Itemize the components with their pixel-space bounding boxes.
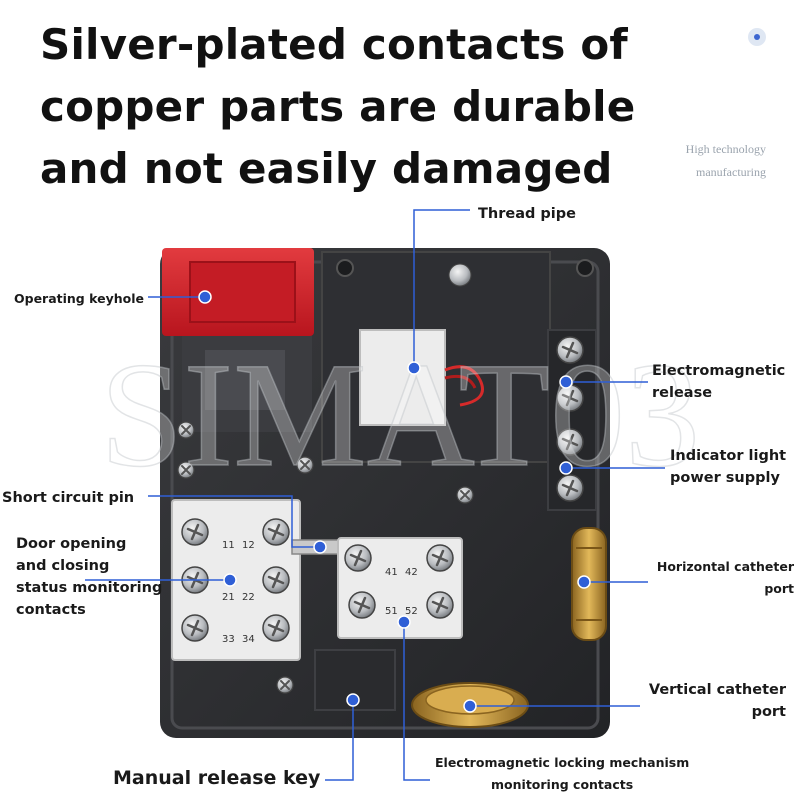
watermark: SIMAT03: [100, 332, 700, 498]
terminal-label: 34: [242, 634, 255, 645]
tagline-line-1: High technology: [685, 142, 766, 156]
label-locking-contacts: Electromagnetic locking mechanism monito…: [435, 755, 690, 792]
terminal-label: 52: [405, 606, 418, 617]
terminal-label: 12: [242, 540, 255, 551]
tagline-line-2: manufacturing: [696, 165, 766, 179]
terminal-label: 51: [385, 606, 398, 617]
callout-line-locking: [403, 622, 430, 781]
headline-line-1: Silver-plated contacts of: [40, 20, 628, 69]
headline-line-2: copper parts are durable: [40, 82, 636, 131]
terminal-label: 11: [222, 540, 235, 551]
label-manual-release-key: Manual release key: [113, 767, 321, 789]
label-electromagnetic-release: Electromagnetic release: [652, 363, 786, 401]
headline-line-3: and not easily damaged: [40, 144, 613, 193]
terminal-label: 33: [222, 634, 235, 645]
label-operating-keyhole: Operating keyhole: [14, 291, 144, 306]
label-short-circuit-pin: Short circuit pin: [2, 490, 135, 506]
operating-head: [162, 248, 314, 432]
label-indicator-light: Indicator light power supply: [670, 448, 787, 486]
label-door-contacts: Door opening and closing status monitori…: [16, 536, 163, 618]
terminal-label: 22: [242, 592, 255, 603]
tagline: High technology manufacturing: [686, 138, 766, 184]
callout-line-manual: [325, 700, 354, 781]
callout-line-thread-pipe: [413, 209, 470, 368]
target-dot-icon: [748, 28, 766, 46]
vertical-catheter-port: [411, 682, 529, 728]
terminal-label: 21: [222, 592, 235, 603]
terminal-label: 42: [405, 567, 418, 578]
terminal-label: 41: [385, 567, 398, 578]
label-vertical-port: Vertical catheter port: [648, 682, 786, 720]
electromagnet-coil: [359, 329, 446, 426]
label-thread-pipe: Thread pipe: [478, 206, 576, 222]
label-horizontal-port: Horizontal catheter port: [656, 559, 794, 596]
headline: Silver-plated contacts of copper parts a…: [40, 14, 660, 200]
callout-line-short-pin: [148, 495, 320, 548]
